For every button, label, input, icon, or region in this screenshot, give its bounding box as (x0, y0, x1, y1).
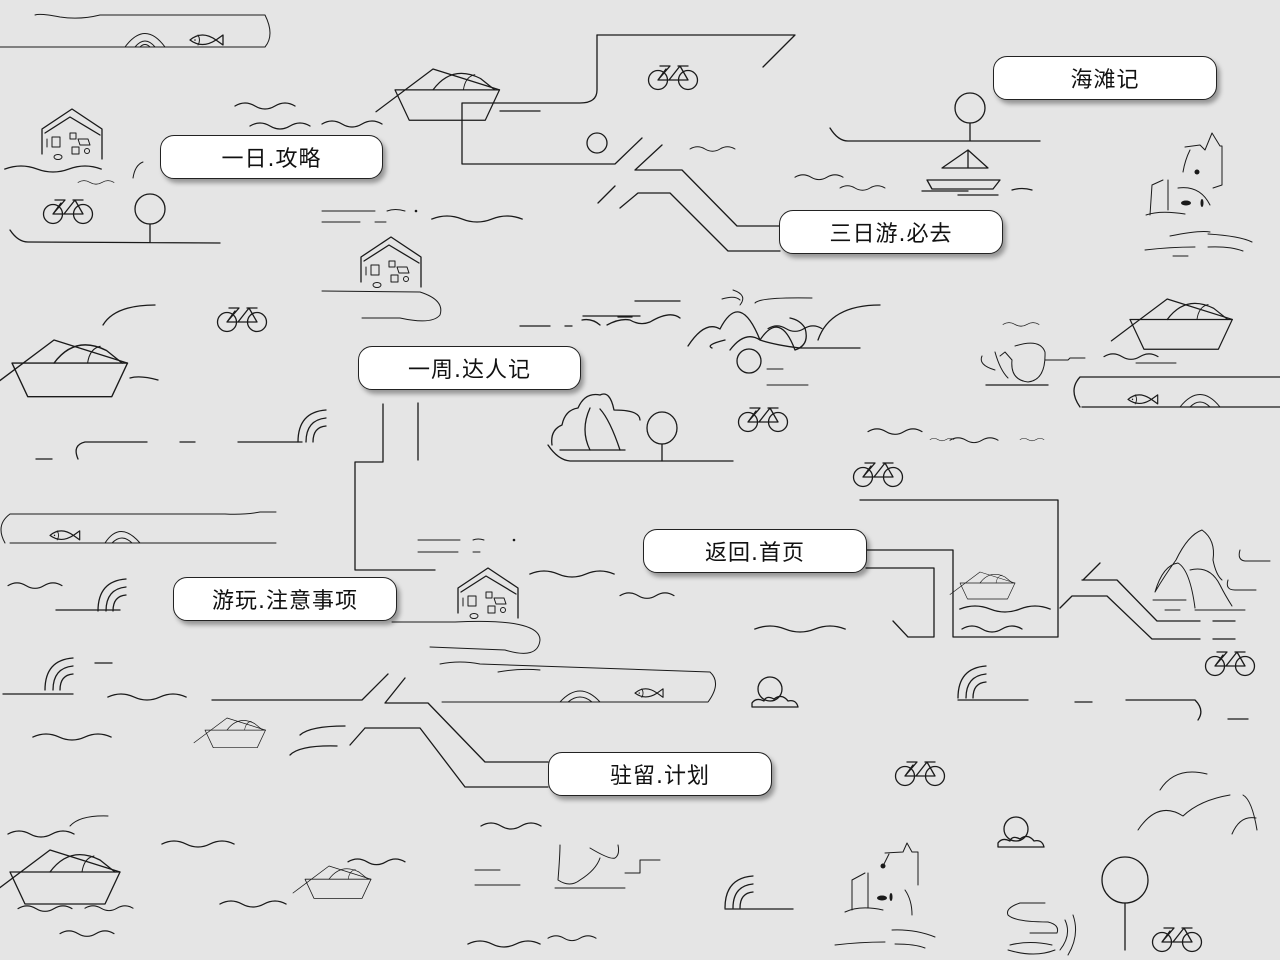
nav-button-home[interactable]: 返回.首页 (643, 529, 867, 573)
nav-label: 三日游.必去 (829, 222, 953, 247)
nav-button-notes[interactable]: 游玩.注意事项 (173, 577, 397, 621)
nav-button-one-day-guide[interactable]: 一日.攻略 (160, 135, 383, 179)
nav-label: 返回.首页 (705, 541, 805, 566)
nav-label: 一日.攻略 (221, 147, 322, 172)
nav-button-stay-plan[interactable]: 驻留.计划 (548, 752, 772, 796)
nav-label: 游玩.注意事项 (212, 589, 358, 614)
nav-button-three-day-tour[interactable]: 三日游.必去 (779, 210, 1003, 254)
nav-button-beach[interactable]: 海滩记 (993, 56, 1217, 100)
nav-label: 海滩记 (1070, 68, 1140, 93)
nav-button-one-week[interactable]: 一周.达人记 (358, 346, 581, 390)
nav-label: 一周.达人记 (408, 358, 531, 383)
nav-label: 驻留.计划 (610, 764, 710, 789)
